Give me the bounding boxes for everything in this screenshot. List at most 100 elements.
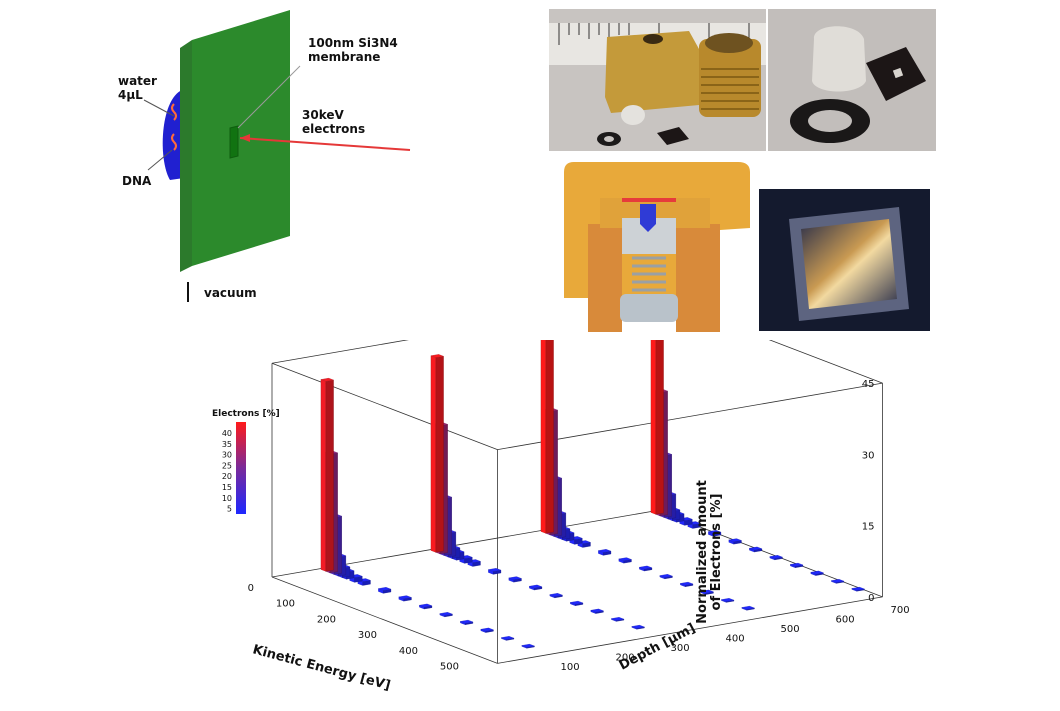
z-tick-label: 15 [862,522,875,533]
cad-body-left [588,224,622,332]
x-tick-label: 300 [358,630,377,641]
y-tick-label: 200 [616,652,635,663]
bar-top [638,565,653,570]
photo-brass-parts [549,9,766,151]
bar-top [679,581,694,586]
bar-side [655,303,664,515]
bar-top [439,612,454,616]
axis-depth [497,596,883,664]
y-tick-label: 100 [561,662,580,673]
bar-depth-100-energy-400 [480,627,495,633]
bar-top [741,605,756,610]
axis-front-top [271,362,498,450]
bar-depth-300-energy-250 [528,584,543,591]
bar-top [569,600,584,605]
label-water: water 4µL [118,74,157,102]
membrane-chip [657,127,689,145]
bar-depth-300-energy-10 [430,354,445,553]
bar-top [430,354,445,358]
colorbar-tick-label: 15 [222,483,232,492]
bar-top [728,538,743,542]
cad-screw-base [620,294,678,322]
bar-depth-500-energy-500 [741,605,756,611]
membrane-bulge-image [759,189,930,331]
bar-top [700,589,715,594]
bar-depth-500-energy-400 [700,589,715,595]
z-tick-label: 0 [868,593,874,604]
bar-face [540,322,547,534]
bar-top [597,549,612,553]
bar-depth-700-energy-10 [650,301,665,515]
colorbar-title: Electrons [%] [212,409,280,419]
green-plate-side [180,40,192,272]
bar-depth-300-energy-350 [569,600,584,606]
bar-top [631,624,646,629]
cad-cutaway [560,158,756,338]
bar-top [528,584,543,589]
bar-depth-100-energy-500 [521,643,536,649]
colorbar-tick-label: 40 [222,429,232,438]
x-tick-label: 500 [440,662,459,673]
bar-top [769,555,784,559]
bar-depth-700-energy-500 [851,586,866,592]
z-tick-label: 45 [862,379,875,390]
bar-top [789,562,804,567]
bar-face [320,379,327,572]
bar-depth-100-energy-150 [377,587,392,594]
bar-top [707,530,722,534]
bar-top [659,574,674,578]
bar-side [325,379,334,572]
bar-top [810,570,825,575]
membrane-window [229,125,239,159]
z-tick-label: 30 [862,450,875,461]
x-tick-label: 0 [248,583,254,594]
y-tick-label: 700 [891,605,910,616]
bar-depth-100-energy-350 [459,619,474,625]
plastic-cup [812,26,866,92]
bar-top [590,608,605,613]
colorbar-tick-label: 20 [222,472,232,481]
x-tick-label: 400 [399,646,418,657]
bar-depth-500-energy-10 [540,320,555,534]
bar-depth-100-energy-300 [439,612,454,618]
colorbar [236,422,246,514]
bar-depth-500-energy-200 [618,557,633,564]
axis-back-top [656,296,883,384]
bar-depth-700-energy-450 [830,579,845,584]
bar-depth-300-energy-150 [487,568,502,575]
bar-top [508,576,523,580]
bar-depth-500-energy-300 [659,574,674,580]
bar-depth-300-energy-400 [590,608,605,614]
colorbar-tick-label: 10 [222,494,232,503]
bar-depth-500-energy-450 [720,598,735,603]
axis-right-top [497,382,883,450]
schematic-drawing [143,10,411,302]
schematic-panel: water 4µL DNA 100nm Si3N4 membrane 30keV… [100,0,430,320]
cad-body-right [676,224,720,332]
electron-beam [239,137,411,151]
axis-left-top [271,296,658,364]
leader-water [143,99,175,117]
bar-face [430,355,437,553]
bar-top [521,643,536,648]
bar-top [610,617,625,621]
label-membrane: 100nm Si3N4 membrane [308,36,398,64]
bar-top [398,595,413,599]
y-tick-label: 400 [726,633,745,644]
bar-top [487,568,502,572]
bar-depth-300-energy-200 [508,576,523,583]
leader-dna [147,149,173,171]
bar-top [618,557,633,561]
x-axis-title: Kinetic Energy [eV] [251,642,392,693]
colorbar-tick-label: 30 [222,451,232,460]
cad-sample [640,204,656,232]
bar-depth-700-energy-400 [810,570,825,576]
bar-depth-500-energy-150 [597,549,612,556]
x-tick-label: 100 [276,599,295,610]
bar-top [549,593,564,597]
x-tick-label: 200 [317,614,336,625]
bar-depth-300-energy-450 [610,617,625,622]
bar-top [830,579,845,583]
bar-face [650,303,657,515]
